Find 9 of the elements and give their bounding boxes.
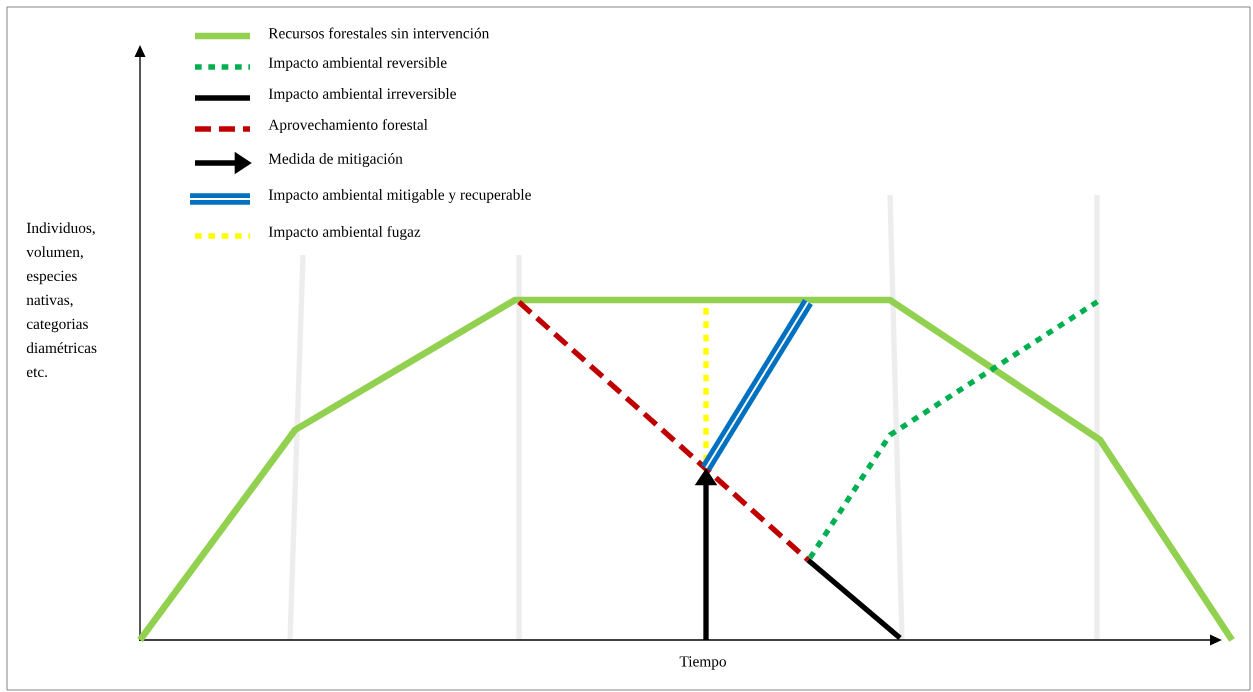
legend-text: Impacto ambiental mitigable y recuperable — [268, 189, 531, 203]
legend-text: Impacto ambiental irreversible — [268, 88, 456, 102]
axis-label: Individuos, volumen, especies nativas, categorias diamétricas etc. — [26, 222, 97, 378]
axis-label: Tiempo — [679, 656, 726, 670]
legend-text: Medida de mitigación — [268, 153, 403, 167]
legend-text: Impacto ambiental fugaz — [268, 225, 421, 241]
legend-text: Aprovechamiento forestal — [268, 118, 428, 134]
legend-text: Recursos forestales sin intervención — [268, 27, 490, 39]
legend-text: Impacto ambiental reversible — [268, 57, 447, 71]
